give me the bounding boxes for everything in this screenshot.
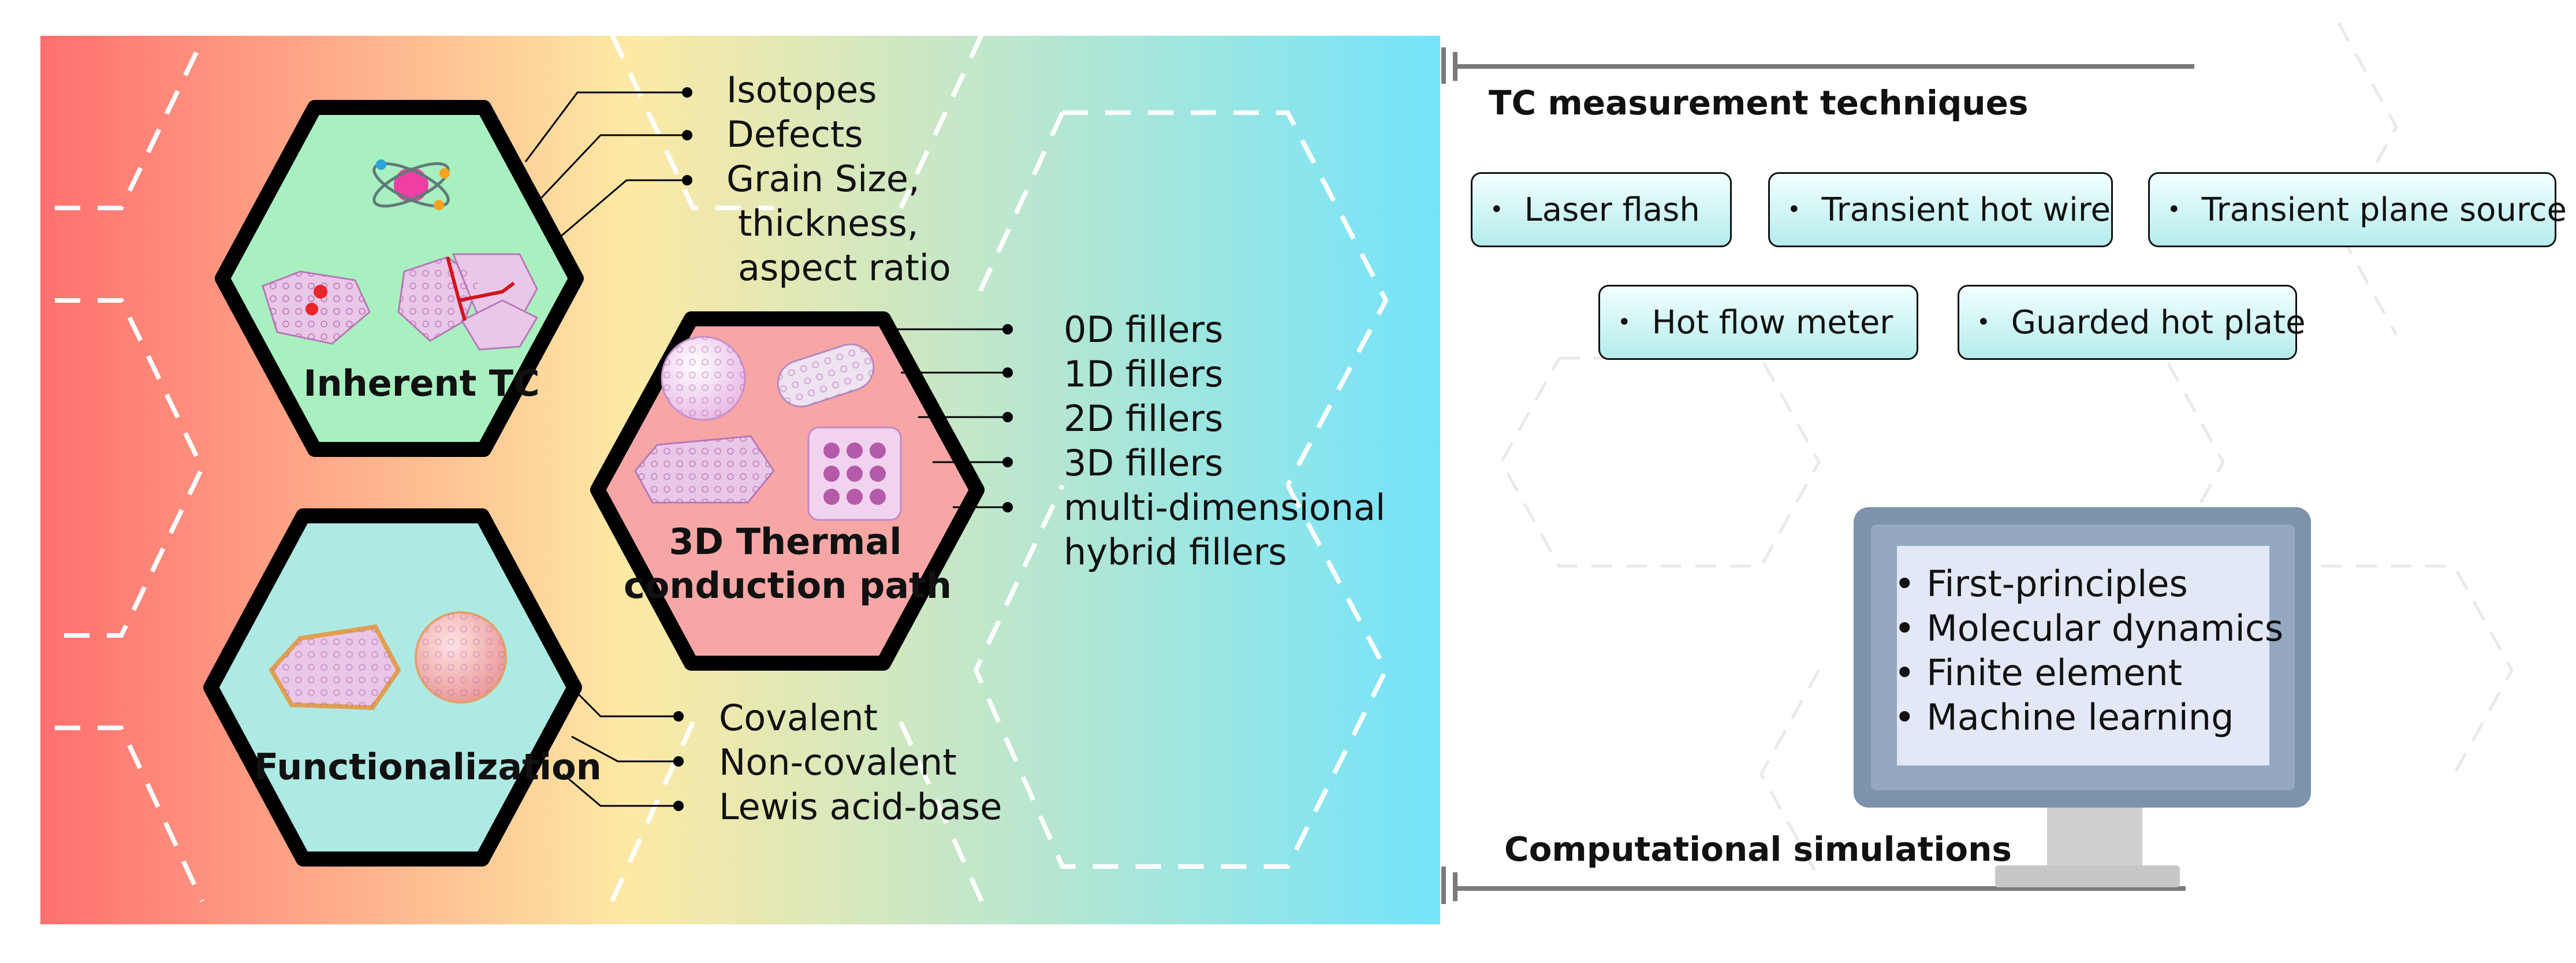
method-lewis-acid-base: Lewis acid-base [719, 786, 1002, 828]
atom-icon [372, 159, 450, 210]
defect-lattice-icon [262, 270, 371, 345]
bullet-icon: • [1617, 309, 1631, 336]
computation-item-finite-element: • Finite element [1894, 652, 2182, 694]
filler-2d: 2D fillers [1064, 397, 1224, 440]
computation-item-molecular-dynamics: • Molecular dynamics [1894, 607, 2284, 649]
functionalized-sphere-icon [415, 611, 507, 704]
functional-connectors [562, 692, 676, 807]
inherent-factor-isotopes: Isotopes [726, 69, 877, 111]
bullet-icon: • [2167, 196, 2181, 223]
filler-1d: 1D fillers [1064, 353, 1224, 395]
filler-bullets [1002, 324, 1013, 512]
technique-transient-plane-source: • Transient plane source [2148, 172, 2567, 247]
computation-item-first-principles: • First-principles [1894, 563, 2188, 605]
technique-label: Transient plane source [2201, 191, 2567, 229]
bullet-icon: • [1787, 196, 1801, 223]
bullet-icon: • [1490, 196, 1504, 223]
computation-list: • First-principles • Molecular dynamics … [1894, 562, 2283, 739]
technique-label: Guarded hot plate [2011, 303, 2306, 341]
monitor-icon [1854, 507, 2311, 887]
filler-connectors [883, 328, 1005, 508]
technique-laser-flash: • Laser flash [1471, 172, 1732, 247]
technique-hot-flow-meter: • Hot flow meter [1598, 285, 1918, 360]
filler-multi-dimensional: multi-dimensional [1064, 486, 1386, 529]
technique-label: Hot flow meter [1652, 303, 1893, 341]
bullet-icon: • [1977, 309, 1990, 336]
filler-0d: 0D fillers [1064, 308, 1224, 351]
inherent-factor-grain-size: Grain Size, [726, 158, 920, 200]
inherent-factor-thickness: thickness, [738, 202, 919, 244]
hex-functionalization [203, 508, 582, 867]
filler-hybrid: hybrid fillers [1064, 531, 1287, 573]
technique-transient-hot-wire: • Transient hot wire [1768, 172, 2113, 247]
thermal-path-label-line2: conduction path [624, 564, 952, 607]
measurement-title: TC measurement techniques [1489, 83, 2029, 122]
technique-guarded-hot-plate: • Guarded hot plate [1958, 285, 2306, 360]
functionalized-sheet-icon [269, 624, 401, 711]
method-non-covalent: Non-covalent [719, 741, 957, 783]
sheet-filler-icon [634, 435, 775, 504]
inherent-tc-label: Inherent TC [303, 362, 540, 404]
top-bracket [1441, 47, 2194, 84]
foam-filler-icon [807, 426, 902, 521]
inherent-bullets [682, 87, 692, 185]
technique-label: Transient hot wire [1821, 191, 2111, 229]
inherent-factor-aspect-ratio: aspect ratio [738, 247, 951, 289]
functional-bullets [673, 711, 684, 811]
panel-hex-lines [55, 34, 1389, 902]
hex-inherent-tc [215, 100, 584, 457]
thermal-path-label-line1: 3D Thermal [669, 520, 902, 563]
inherent-connectors [524, 91, 685, 238]
inherent-factor-defects: Defects [726, 113, 863, 155]
bottom-bracket [1441, 867, 2186, 904]
technique-label: Laser flash [1524, 191, 1700, 229]
computation-item-machine-learning: • Machine learning [1894, 696, 2234, 738]
functionalization-label: Functionalization [254, 746, 602, 788]
sphere-filler-icon [661, 336, 746, 421]
grain-size-icon [397, 253, 539, 351]
method-covalent: Covalent [719, 697, 878, 739]
filler-3d: 3D fillers [1064, 442, 1224, 484]
computation-title: Computational simulations [1504, 830, 2012, 869]
tube-filler-icon [777, 343, 875, 408]
